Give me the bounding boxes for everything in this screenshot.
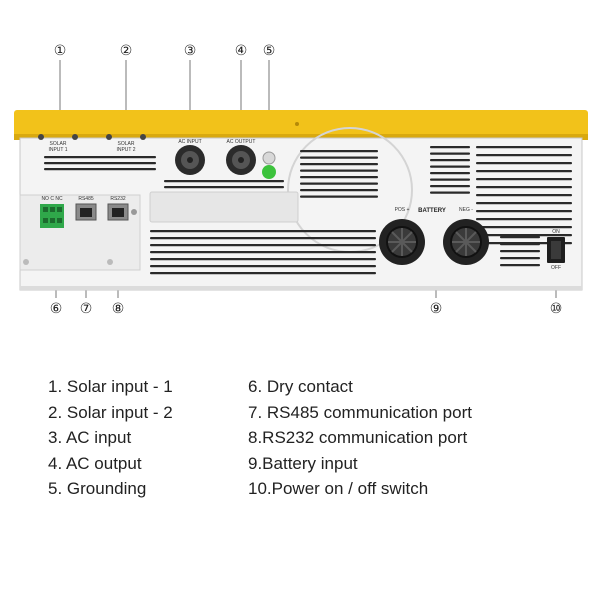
neg-label: NEG - xyxy=(459,207,473,213)
vent-slot xyxy=(300,189,378,192)
callout-2: ② xyxy=(119,42,133,58)
callout-5: ⑤ xyxy=(262,42,276,58)
rs232-port xyxy=(107,203,129,221)
legend-item: 6. Dry contact xyxy=(248,377,353,396)
vent-slot xyxy=(300,156,378,159)
vent-slot xyxy=(476,226,572,229)
cover-plate xyxy=(149,191,299,223)
rs232-label: RS232 xyxy=(110,196,126,202)
switch-off-label: OFF xyxy=(551,265,561,271)
vent-slot xyxy=(44,168,156,171)
power-switch xyxy=(547,237,565,263)
vent-slot xyxy=(476,194,572,197)
vent-slot xyxy=(44,162,156,165)
grounding-terminal xyxy=(262,151,276,179)
vent-slot xyxy=(150,237,376,240)
vent-slot xyxy=(476,170,572,173)
ac-output-label: AC OUTPUT xyxy=(227,139,256,145)
vent-slot xyxy=(476,210,572,213)
vent-slot xyxy=(300,176,378,179)
legend-item: 8.RS232 communication port xyxy=(248,428,468,447)
vent-slot xyxy=(476,154,572,157)
vent-slot xyxy=(430,152,470,155)
input1-label: INPUT 1 xyxy=(48,147,67,153)
legend-left: 1. Solar input - 1 2. Solar input - 2 3.… xyxy=(48,374,173,502)
vent-slots xyxy=(44,146,572,275)
switch-on-label: ON xyxy=(552,229,560,235)
ac-input-gland xyxy=(175,145,205,175)
callout-7: ⑦ xyxy=(79,300,93,316)
vent-slot xyxy=(430,191,470,194)
callout-10: ⑩ xyxy=(549,300,563,316)
solar1-label: SOLAR xyxy=(50,141,67,147)
callout-8: ⑧ xyxy=(111,300,125,316)
input2-label: INPUT 2 xyxy=(116,147,135,153)
legend-item: 1. Solar input - 1 xyxy=(48,377,173,396)
callout-1: ① xyxy=(53,42,67,58)
vent-slot xyxy=(500,243,540,246)
vent-slot xyxy=(300,182,378,185)
legend-item: 2. Solar input - 2 xyxy=(48,402,173,422)
solar-terminals xyxy=(38,134,146,140)
pos-label: POS + xyxy=(395,207,410,213)
vent-slot xyxy=(300,163,378,166)
vent-slot xyxy=(150,244,376,247)
vent-slot xyxy=(430,185,470,188)
vent-slot xyxy=(430,178,470,181)
vent-slot xyxy=(430,159,470,162)
legend-item: 3. AC input xyxy=(48,428,132,447)
battery-positive-gland xyxy=(379,219,425,265)
dry-contact-terminal xyxy=(40,204,64,228)
callout-3: ③ xyxy=(183,42,197,58)
ac-input-label: AC INPUT xyxy=(178,139,201,145)
vent-slot xyxy=(476,178,572,181)
vent-slot xyxy=(430,165,470,168)
legend-item: 9.Battery input xyxy=(248,453,358,473)
vent-slot xyxy=(430,146,470,149)
rs485-label: RS485 xyxy=(78,196,94,202)
vent-slot xyxy=(150,265,376,268)
battery-label: BATTERY xyxy=(418,208,446,214)
legend-item: 5. Grounding xyxy=(48,479,147,498)
callout-4: ④ xyxy=(234,42,248,58)
vent-slot xyxy=(476,186,572,189)
vent-slot xyxy=(150,258,376,261)
vent-slot xyxy=(164,180,284,183)
vent-slot xyxy=(44,156,156,159)
vent-slot xyxy=(500,257,540,260)
vent-slot xyxy=(476,234,572,237)
ac-output-gland xyxy=(226,145,256,175)
vent-slot xyxy=(300,169,378,172)
vent-slot xyxy=(476,202,572,205)
vent-slot xyxy=(164,186,284,189)
vent-slot xyxy=(150,230,376,233)
vent-slot xyxy=(500,250,540,253)
vent-slot xyxy=(476,146,572,149)
legend-item: 7. RS485 communication port xyxy=(248,402,472,422)
vent-slot xyxy=(476,218,572,221)
vent-slot xyxy=(430,172,470,175)
vent-slot xyxy=(150,272,376,275)
inverter-rear-panel: SOLAR INPUT 1 SOLAR INPUT 2 AC INPUT AC … xyxy=(14,60,588,298)
vent-slot xyxy=(150,251,376,254)
dry-contact-label: NO C NC xyxy=(41,196,63,202)
vent-slot xyxy=(500,236,540,239)
vent-slot xyxy=(300,150,378,153)
vent-slot xyxy=(500,264,540,267)
legend-item: 10.Power on / off switch xyxy=(248,479,429,498)
legend-item: 4. AC output xyxy=(48,453,142,473)
vent-slot xyxy=(476,162,572,165)
callout-6: ⑥ xyxy=(49,300,63,316)
yellow-housing-top xyxy=(14,110,588,140)
battery-negative-gland xyxy=(443,219,489,265)
legend-right: 6. Dry contact 7. RS485 communication po… xyxy=(248,374,472,502)
solar2-label: SOLAR xyxy=(118,141,135,147)
vent-slot xyxy=(300,195,378,198)
rs485-port xyxy=(75,203,97,221)
callout-9: ⑨ xyxy=(429,300,443,316)
